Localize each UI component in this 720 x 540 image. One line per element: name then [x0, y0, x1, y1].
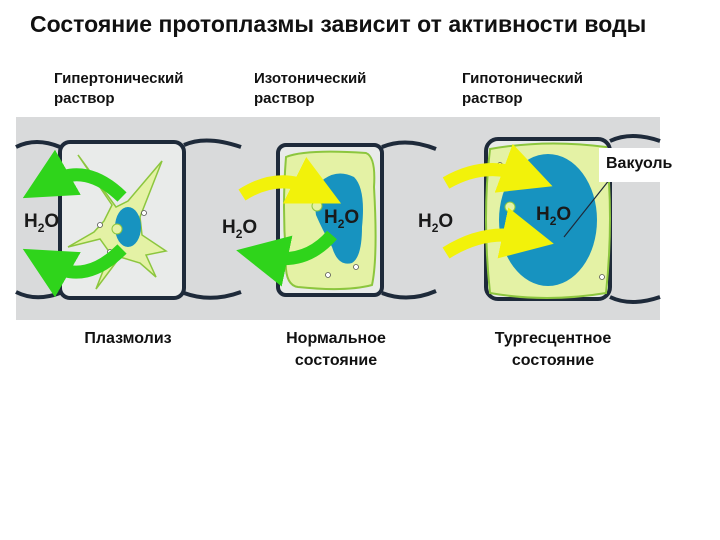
vacuole-pointer-line — [563, 178, 611, 238]
water-label-outside: H2O — [222, 217, 257, 241]
label-hypotonic-solution: Гипотонический раствор — [462, 69, 583, 109]
wall-junction — [609, 134, 661, 304]
water-out-arrow-down — [22, 244, 127, 298]
state-plasmolysis-line1: Плазмолиз — [84, 330, 172, 347]
organelle — [504, 201, 516, 213]
label-hypotonic-line1: Гипотонический — [462, 70, 583, 87]
wall-junction — [381, 140, 437, 300]
state-turgid: Тургесцентное состояние — [478, 328, 628, 372]
water-in-arrow-lower — [442, 207, 554, 259]
water-label-vacuole: H2O — [324, 207, 359, 231]
label-hypotonic-line2: раствор — [462, 90, 523, 107]
label-hypertonic-line2: раствор — [54, 90, 115, 107]
label-isotonic-line1: Изотонический — [254, 70, 367, 87]
water-label-vacuole: H2O — [536, 204, 571, 228]
water-out-arrow — [236, 230, 337, 287]
water-in-arrow-upper — [442, 143, 553, 193]
vacuole-label-box — [599, 148, 687, 182]
water-out-arrow-up — [22, 149, 127, 202]
state-turgid-line1: Тургесцентное — [494, 330, 612, 347]
vacuole-label: Вакуоль — [606, 155, 673, 172]
cell-normal: H2O H2O — [222, 140, 437, 300]
water-label-outside: H2O — [418, 211, 453, 235]
granule — [599, 274, 605, 280]
granule — [141, 210, 147, 216]
label-isotonic-solution: Изотонический раствор — [254, 69, 366, 109]
organelle — [311, 200, 323, 212]
state-plasmolysis: Плазмолиз — [58, 328, 198, 350]
state-normal: Нормальное состояние — [266, 328, 406, 372]
state-normal-line1: Нормальное — [286, 330, 386, 347]
slide-title: Состояние протоплазмы зависит от активно… — [30, 11, 647, 37]
granule — [353, 264, 359, 270]
vacuole — [115, 207, 141, 247]
label-hypertonic-line1: Гипертонический — [54, 70, 184, 87]
label-isotonic-line2: раствор — [254, 90, 315, 107]
state-normal-line2: состояние — [294, 352, 378, 369]
cells-diagram: H2O H2O H2O H2O H2O — [15, 134, 661, 304]
organelle — [111, 223, 123, 235]
cell-plasmolysis: H2O — [15, 138, 242, 300]
water-label: H2O — [24, 211, 59, 235]
granule — [97, 222, 103, 228]
label-hypertonic-solution: Гипертонический раствор — [54, 69, 183, 109]
wall-junction — [15, 138, 242, 300]
granule — [325, 272, 331, 278]
cell-turgid: H2O H2O — [418, 134, 661, 304]
water-in-arrow — [238, 157, 342, 204]
state-turgid-line2: состояние — [511, 352, 595, 369]
granule — [301, 169, 307, 175]
